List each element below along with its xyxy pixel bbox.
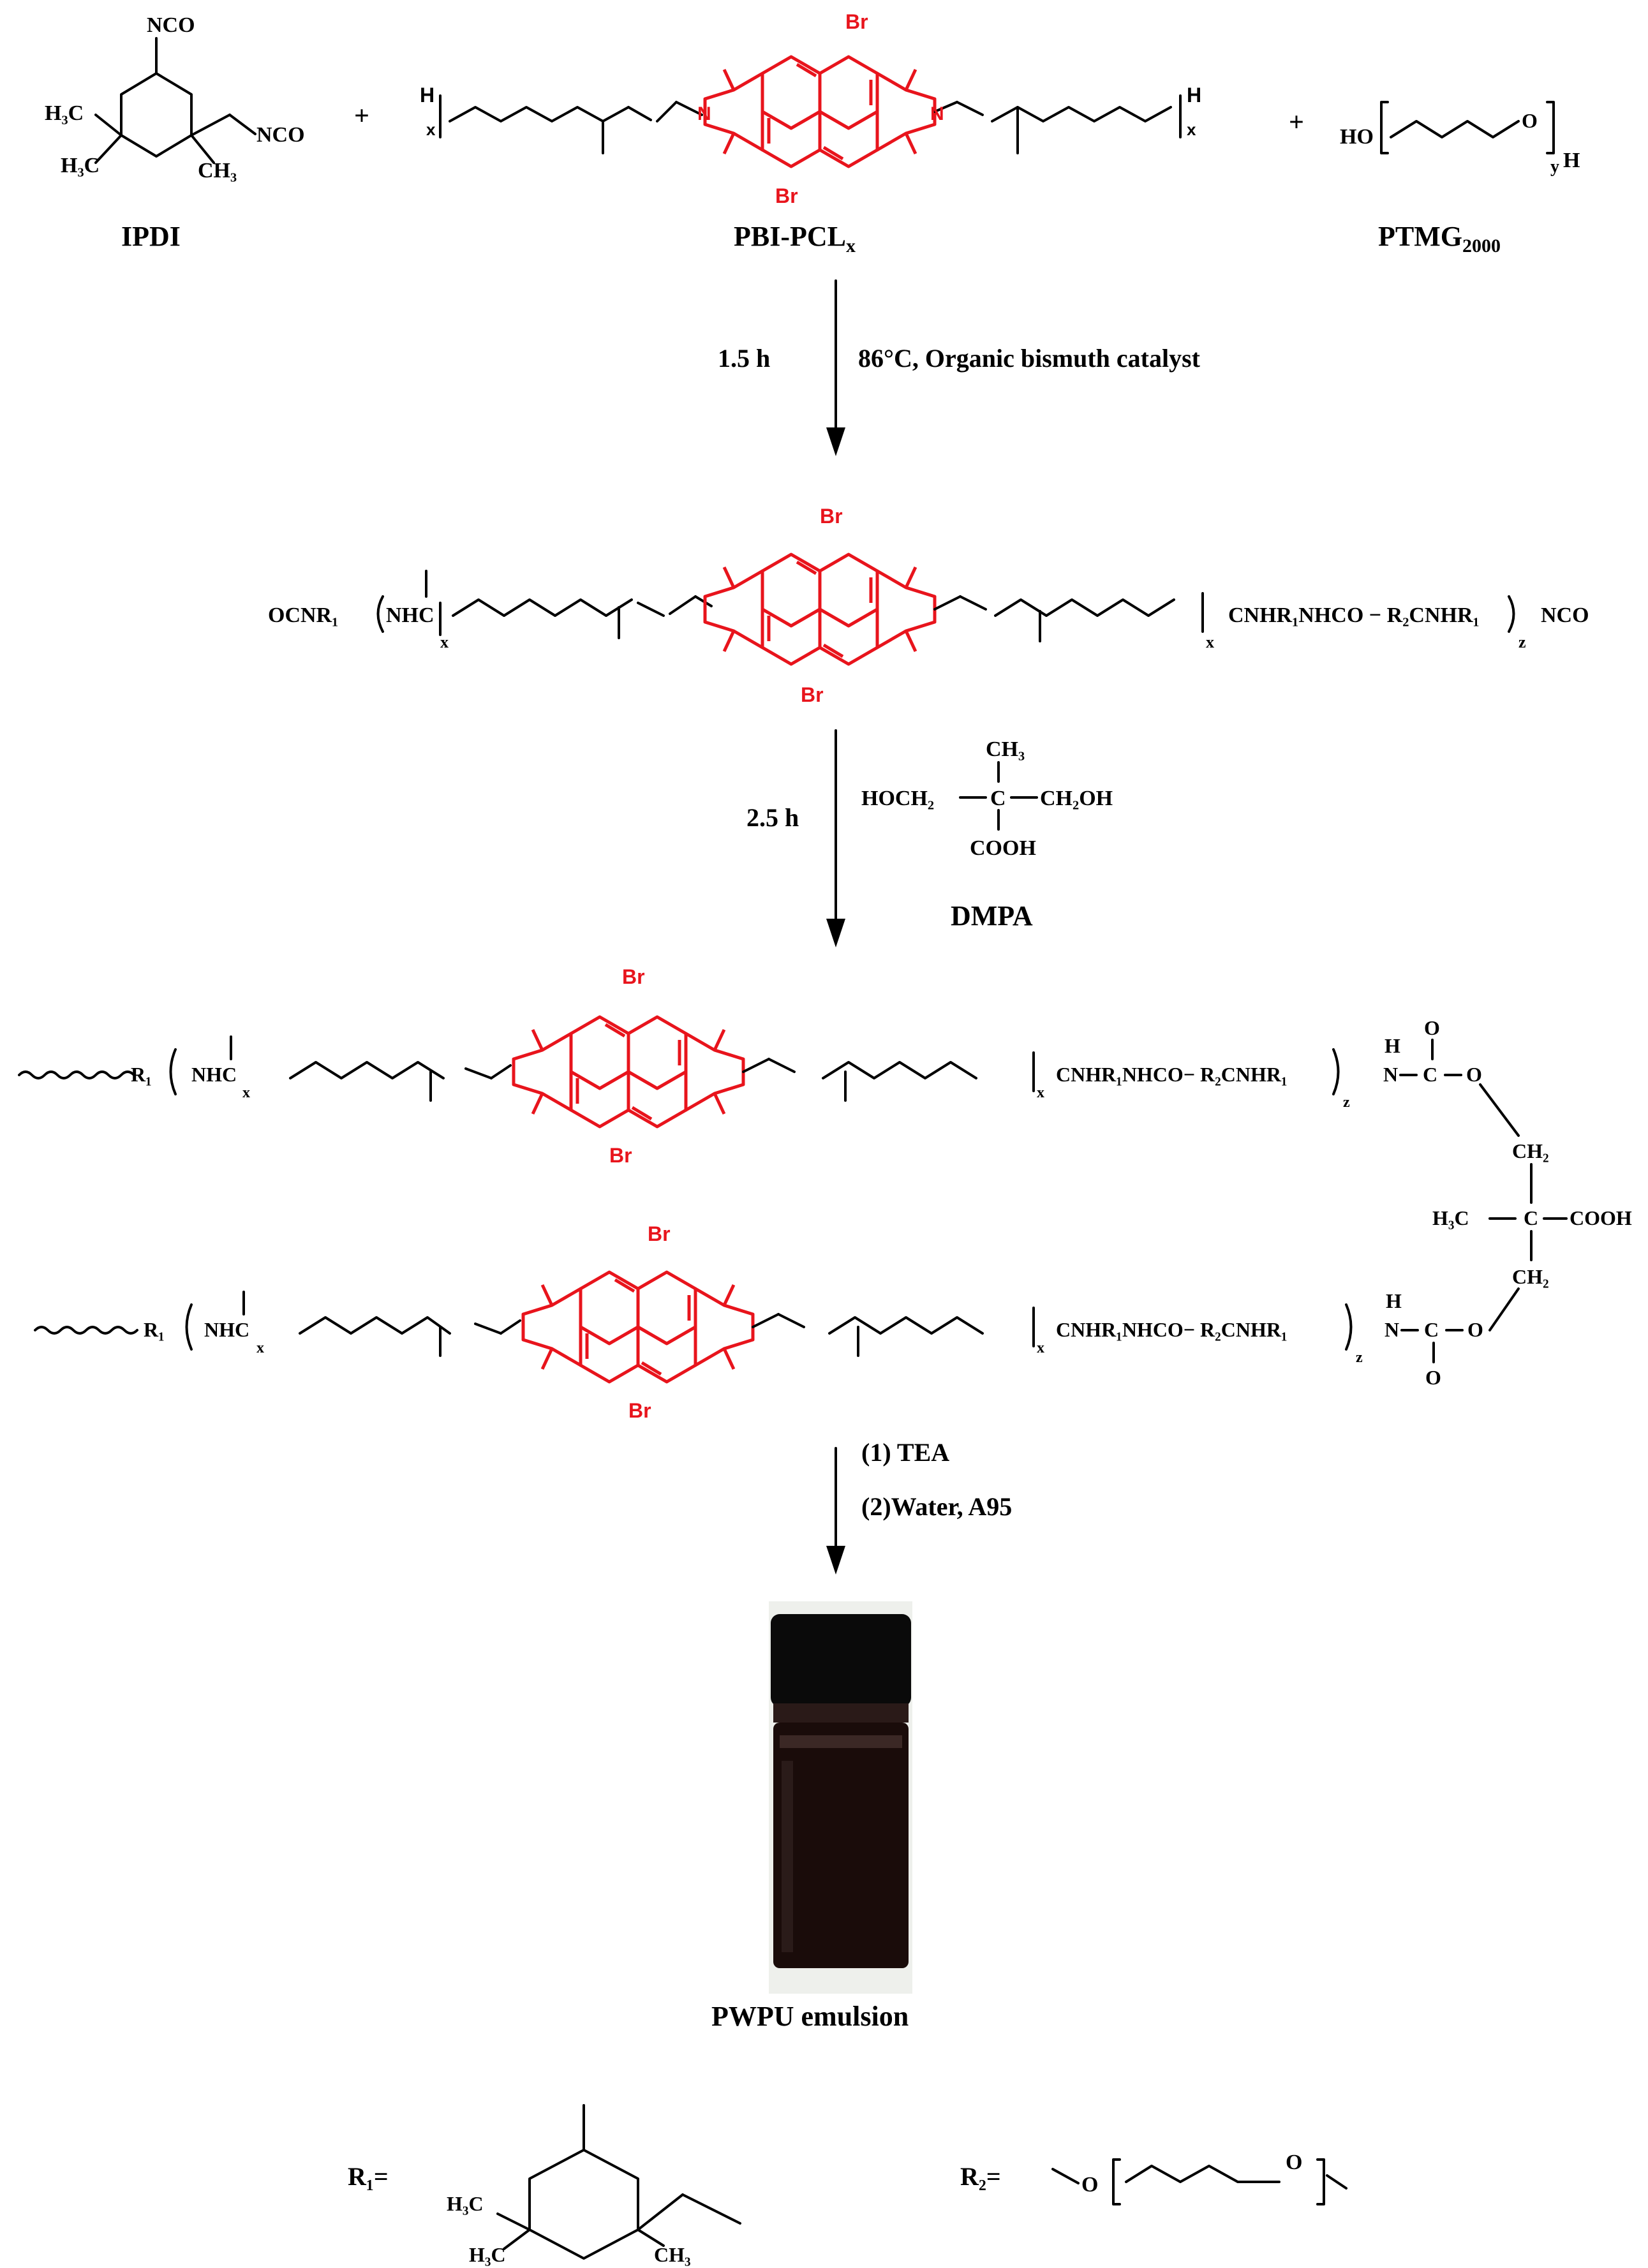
ptmg-y: y (1550, 157, 1559, 177)
linker-c: C (1524, 1206, 1538, 1229)
dmpa-linker: H₃C C COOH CH₂ (1432, 1206, 1632, 1331)
pbi-br-bottom: Br (775, 184, 798, 207)
lower-right-chain: CNHR₁NHCO− R₂CNHR₁ (1056, 1318, 1288, 1341)
lower-nhc: NHC (204, 1318, 249, 1341)
ptmg-h: H (1563, 149, 1580, 172)
lower-n: N (1384, 1318, 1399, 1341)
upper-n: N (1383, 1063, 1398, 1086)
prepolymer-x-right: x (1206, 633, 1214, 651)
prepolymer-left-end: OCNR₁ (268, 604, 338, 627)
step2-time: 2.5 h (746, 803, 799, 832)
dmpa-label: DMPA (951, 900, 1033, 931)
upper-br-bottom: Br (609, 1144, 632, 1167)
dmpa-c: C (990, 787, 1006, 810)
upper-nhc: NHC (191, 1063, 237, 1086)
chain-extended-upper: R₁ NHC x x CNHR₁NHCO− R₂CNHR₁ z H N C O … (18, 965, 1549, 1204)
ipdi-ch3-b: H₃C (61, 154, 100, 177)
lower-x-right: x (1037, 1340, 1044, 1356)
lower-h: H (1386, 1289, 1402, 1312)
ptmg-o: O (1522, 109, 1538, 132)
ptmg-ho: HO (1340, 125, 1374, 149)
r1-h3c-a: H₃C (447, 2192, 484, 2215)
ipdi-ch3-a: H₃C (45, 101, 84, 125)
pbi-pcl-x-left: x (426, 120, 436, 139)
upper-r1: R₁ (131, 1063, 152, 1086)
step1-conditions: 86°C, Organic bismuth catalyst (858, 344, 1201, 373)
chain-extended-lower: R₁ NHC x x CNHR₁NHCO− R₂CNHR₁ z H N C O … (34, 1222, 1483, 1422)
r1-h3c-b: H₃C (469, 2243, 506, 2266)
step3-arrow: (1) TEA (2)Water, A95 (826, 1438, 1012, 1575)
lower-carbonyl-o: O (1425, 1366, 1441, 1389)
step1-time: 1.5 h (718, 344, 770, 373)
pbi-pcl-h-right: H (1187, 84, 1201, 107)
upper-z: z (1343, 1094, 1350, 1111)
upper-ch2: CH₂ (1512, 1139, 1549, 1162)
ipdi-nco-side: NCO (256, 123, 305, 147)
plus-sign-1: + (354, 101, 369, 131)
pbi-n-right: N (930, 103, 944, 124)
ipdi-label: IPDI (121, 221, 181, 252)
dmpa-structure: CH₃ HOCH₂ C CH₂OH COOH DMPA (861, 737, 1113, 931)
ipdi-structure: NCO H₃C H₃C NCO CH₃ IPDI (45, 13, 305, 252)
ptmg-label: PTMG2000 (1378, 221, 1501, 256)
lower-ch2: CH₂ (1512, 1265, 1549, 1288)
prepolymer-structure: OCNR₁ NHC x x CNHR₁NHCO − R₂CNHR₁ z NCO … (268, 505, 1589, 706)
prepolymer-x-left: x (440, 633, 449, 651)
upper-ester-o: O (1466, 1063, 1482, 1086)
step3-line2: (2)Water, A95 (861, 1492, 1012, 1521)
pbi-n-left: N (697, 103, 711, 124)
r1-label: R₁= (348, 2162, 389, 2191)
prepolymer-nhc: NHC (386, 604, 434, 627)
upper-c: C (1423, 1063, 1437, 1086)
upper-carbonyl-o: O (1424, 1016, 1440, 1039)
upper-h: H (1384, 1034, 1400, 1057)
r2-o-right: O (1286, 2151, 1302, 2174)
upper-x-left: x (242, 1085, 250, 1101)
lower-ester-o: O (1467, 1318, 1483, 1341)
linker-h3c: H₃C (1432, 1206, 1469, 1229)
r1-ch3: CH₃ (654, 2243, 691, 2266)
linker-cooh: COOH (1570, 1206, 1632, 1229)
dmpa-ch3: CH₃ (986, 737, 1025, 761)
step1-arrow: 1.5 h 86°C, Organic bismuth catalyst (718, 279, 1201, 456)
upper-br-top: Br (622, 965, 645, 988)
r2-definition: R₂= O O (960, 2151, 1347, 2205)
emulsion-vial-photo: PWPU emulsion (711, 1601, 912, 2032)
r1-definition: R₁= H₃C H₃C CH₃ (348, 2104, 741, 2266)
dmpa-ch2oh: CH₂OH (1040, 787, 1113, 810)
prepolymer-right-chain: CNHR₁NHCO − R₂CNHR₁ (1228, 604, 1480, 627)
pbi-pcl-structure: H x H x Br Br N N PBI-PCLx (420, 10, 1201, 256)
pbi-pcl-h-left: H (420, 84, 434, 107)
r2-label: R₂= (960, 2162, 1001, 2191)
ipdi-nco-top: NCO (147, 13, 195, 37)
product-label: PWPU emulsion (711, 2001, 909, 2032)
prepolymer-br-bottom: Br (801, 683, 824, 706)
prepolymer-right-end: NCO (1541, 604, 1589, 627)
pbi-pcl-x-right: x (1187, 120, 1196, 139)
upper-right-chain: CNHR₁NHCO− R₂CNHR₁ (1056, 1063, 1288, 1086)
ipdi-ch3-c: CH₃ (198, 159, 237, 182)
ptmg-structure: HO O y H PTMG2000 (1340, 101, 1580, 256)
dmpa-cooh: COOH (970, 836, 1036, 860)
step2-arrow: 2.5 h (746, 729, 845, 947)
lower-c: C (1424, 1318, 1439, 1341)
pbi-br-top: Br (845, 10, 868, 33)
prepolymer-br-top: Br (820, 505, 843, 528)
lower-br-bottom: Br (628, 1399, 651, 1422)
lower-br-top: Br (648, 1222, 671, 1245)
step3-line1: (1) TEA (861, 1438, 949, 1467)
prepolymer-z: z (1518, 633, 1526, 651)
r2-o-left: O (1081, 2173, 1098, 2197)
lower-x-left: x (256, 1340, 264, 1356)
pbi-pcl-label: PBI-PCLx (734, 221, 856, 256)
plus-sign-2: + (1289, 108, 1304, 137)
dmpa-hoch2: HOCH₂ (861, 787, 934, 810)
upper-x-right: x (1037, 1085, 1044, 1101)
lower-z: z (1356, 1349, 1363, 1366)
lower-r1: R₁ (144, 1318, 165, 1341)
